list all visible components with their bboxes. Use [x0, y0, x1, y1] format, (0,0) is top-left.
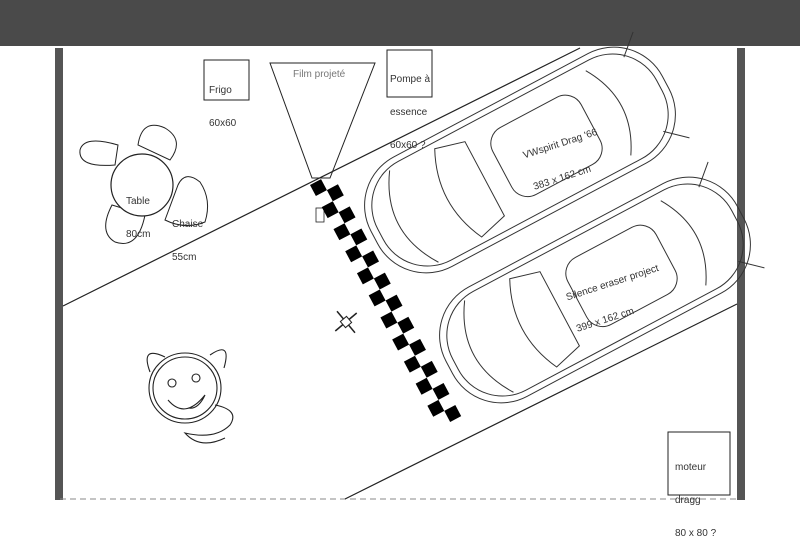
checker-square	[362, 250, 380, 268]
checker-square	[444, 405, 462, 422]
pump-box	[386, 49, 433, 98]
checker-square	[333, 223, 351, 241]
car-1-label-line: VWspirit Drag '66	[521, 126, 599, 162]
table-label: Table 80cm	[126, 174, 150, 251]
devil-drawing	[146, 349, 234, 444]
checker-square	[326, 184, 344, 202]
checker-square	[415, 377, 433, 395]
checker-square	[380, 311, 398, 329]
chair	[164, 176, 209, 226]
motor-box	[667, 431, 731, 496]
fridge-label-line: 60x60	[209, 118, 237, 129]
fridge-label-line: Frigo	[209, 85, 232, 96]
chair-label-line: 55cm	[172, 252, 197, 263]
car-2	[439, 161, 765, 404]
pump-label-line: essence	[390, 107, 428, 118]
motor-label-line: dragg	[675, 495, 701, 506]
right-wall	[737, 48, 745, 500]
chair	[137, 124, 177, 161]
checker-square	[397, 316, 415, 334]
checker-square	[356, 267, 374, 285]
car-2-label-line: Silence eraser project	[564, 263, 661, 304]
checker-square	[392, 333, 410, 351]
checker-square	[368, 289, 386, 307]
checker-square	[321, 201, 339, 219]
pump-label-line: 60x60 ?	[390, 140, 426, 151]
checker-square	[345, 245, 363, 263]
motor-label-line: 80 x 80 ?	[675, 528, 717, 539]
table-group	[79, 124, 209, 244]
checker-square	[409, 338, 426, 356]
checker-square	[338, 206, 356, 224]
checker-square	[350, 228, 368, 246]
motor-label: moteur dragg 80 x 80 ?	[675, 440, 716, 550]
film-label: Film projeté	[293, 69, 346, 80]
checkered-strip	[310, 179, 462, 422]
projection-cone	[269, 62, 376, 179]
motor-label-line: moteur	[675, 462, 707, 473]
chair	[79, 140, 119, 166]
lane-line-bottom	[344, 303, 738, 500]
chair-label: Chaise 55cm	[172, 197, 203, 274]
checker-square	[427, 399, 445, 417]
checker-square	[420, 360, 438, 378]
checker-square	[432, 382, 450, 400]
checker-square	[373, 272, 391, 290]
checker-square	[403, 355, 421, 373]
fridge-label: Frigo 60x60	[209, 63, 236, 140]
fridge-box	[203, 59, 250, 101]
chair-label-line: Chaise	[172, 219, 204, 230]
table-label-line: Table	[126, 196, 150, 207]
top-bar	[0, 0, 800, 46]
checker-square	[385, 294, 403, 312]
left-wall	[55, 48, 63, 500]
pump-label: Pompe à essence 60x60 ?	[390, 52, 430, 162]
floor-plan	[55, 31, 765, 500]
pump-label-line: Pompe à	[390, 74, 431, 85]
compass-symbol	[334, 310, 358, 334]
checker-square	[310, 179, 327, 197]
table-circle	[110, 153, 174, 217]
lane-line-top	[62, 47, 581, 307]
car-1	[364, 31, 690, 274]
table-label-line: 80cm	[126, 229, 151, 240]
projector	[315, 207, 325, 223]
